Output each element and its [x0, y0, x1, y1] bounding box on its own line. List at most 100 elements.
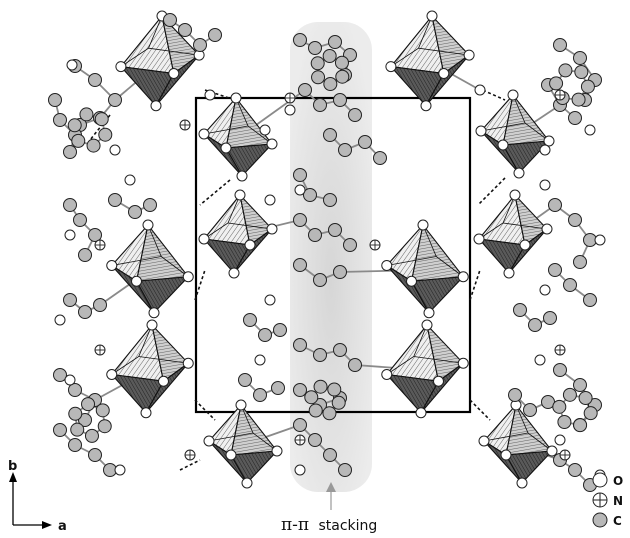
oxygen-atom: [284, 104, 296, 116]
carbon-atom: [303, 188, 317, 202]
carbon-atom: [308, 403, 323, 418]
oxygen-atom: [406, 275, 417, 287]
oxygen-atom: [106, 260, 118, 271]
carbon-atom: [513, 303, 527, 317]
polyhedron-face: [508, 228, 548, 274]
carbon-atom: [334, 55, 349, 70]
polyhedron-face: [230, 450, 279, 484]
oxygen-atom: [106, 369, 118, 380]
oxygen-atom: [534, 354, 546, 366]
oxygen-atom: [220, 142, 232, 154]
carbon-atom: [338, 143, 352, 157]
carbon-atom: [253, 388, 267, 402]
legend-oxygen-label: O: [613, 474, 623, 488]
carbon-atom: [348, 108, 362, 122]
oxygen-atom: [140, 407, 152, 419]
carbon-atom: [573, 51, 587, 65]
carbon-atom: [335, 69, 350, 84]
polyhedron-edge: [227, 222, 273, 230]
hydrogen-bond: [477, 177, 506, 206]
carbon-atom: [193, 38, 207, 52]
oxygen-atom: [500, 449, 512, 461]
carbon-atom: [293, 33, 307, 47]
oxygen-atom: [228, 267, 240, 279]
carbon-atom: [338, 463, 352, 477]
oxygen-atom: [158, 375, 169, 387]
oxygen-atom: [241, 477, 253, 489]
oxygen-atom: [294, 184, 306, 196]
oxygen-atom: [417, 219, 429, 231]
oxygen-atom: [463, 49, 475, 61]
oxygen-atom: [594, 234, 606, 246]
pi-pi-symbol: π-π: [281, 515, 309, 535]
carbon-atom: [86, 138, 101, 153]
oxygen-atom: [264, 294, 276, 306]
carbon-atom: [322, 406, 337, 421]
carbon-atom: [63, 293, 77, 307]
oxygen-atom: [457, 357, 469, 369]
carbon-atom: [81, 397, 96, 412]
carbon-atom: [327, 382, 342, 397]
oxygen-atom: [478, 435, 490, 447]
carbon-atom: [508, 388, 522, 402]
carbon-atom: [348, 358, 362, 372]
carbon-atom: [328, 35, 342, 49]
polyhedron-face: [389, 65, 445, 107]
oxygen-atom: [235, 399, 247, 411]
carbon-atom: [568, 463, 582, 477]
carbon-atom: [308, 41, 322, 55]
carbon-atom: [63, 198, 77, 212]
polyhedron-edge: [138, 356, 189, 364]
coordination-polyhedra: [110, 14, 554, 484]
oxygen-atom: [264, 194, 276, 206]
carbon-atom: [293, 258, 307, 272]
polyhedron-face: [225, 143, 274, 177]
oxygen-atom: [513, 167, 525, 179]
oxygen-atom: [115, 61, 127, 73]
polyhedron-edge: [148, 47, 200, 56]
polyhedron-edge: [413, 356, 464, 364]
carbon-atom: [68, 406, 83, 421]
carbon-atom: [63, 145, 77, 159]
hydrogen-bond: [469, 399, 491, 421]
carbon-atom: [293, 213, 307, 227]
polyhedron-face: [155, 54, 200, 107]
carbon-atom: [552, 399, 567, 414]
oxygen-atom: [114, 464, 126, 476]
carbon-atom: [208, 28, 222, 42]
carbon-atom: [523, 403, 537, 417]
carbon-atom: [573, 378, 587, 392]
polyhedron-face: [233, 228, 273, 274]
carbon-atom: [163, 13, 177, 27]
carbon-atom: [333, 265, 347, 279]
carbon-atom: [323, 76, 338, 91]
polyhedron-face: [135, 276, 190, 314]
polyhedron-face: [425, 54, 470, 107]
carbon-atom: [313, 98, 327, 112]
carbon-atom: [67, 118, 82, 133]
polyhedron-edge: [418, 47, 470, 56]
carbon-atom: [78, 305, 92, 319]
polyhedron-face: [385, 373, 440, 414]
oxygen-atom: [546, 445, 558, 457]
stacking-band: [290, 22, 372, 492]
carbon-atom: [562, 387, 577, 402]
oxygen-atom: [54, 314, 66, 326]
legend-nitrogen-label: N: [613, 494, 623, 508]
carbon-atom: [95, 403, 110, 418]
carbon-atom: [88, 228, 102, 242]
oxygen-atom: [182, 357, 194, 369]
carbon-atom: [333, 343, 347, 357]
oxygen-atom: [423, 307, 435, 319]
polyhedron-edge: [161, 256, 189, 278]
carbon-atom: [528, 318, 542, 332]
oxygen-atom: [204, 89, 216, 101]
carbon-atom: [304, 390, 319, 405]
carbon-atom: [323, 193, 337, 207]
oxygen-atom: [198, 128, 210, 140]
oxygen-atom: [203, 435, 215, 447]
carbon-atom: [128, 205, 142, 219]
carbon-atom: [93, 298, 107, 312]
carbon-atom: [293, 383, 307, 397]
oxygen-atom: [381, 369, 393, 380]
